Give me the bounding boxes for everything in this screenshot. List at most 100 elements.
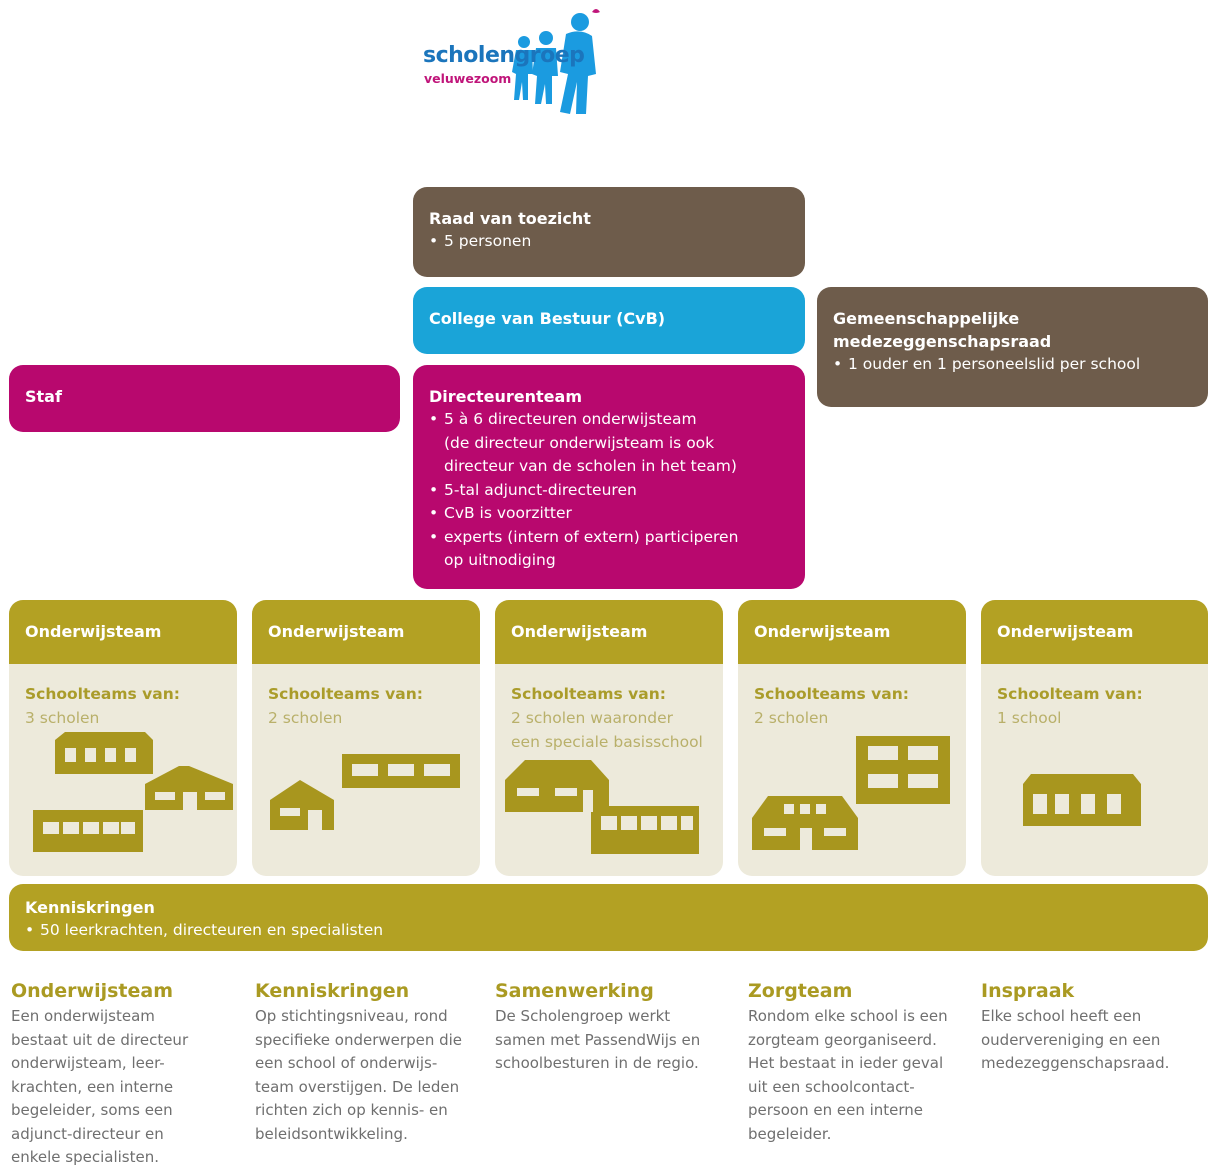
raad-title: Raad van toezicht xyxy=(429,209,591,228)
school-buildings-icon xyxy=(752,736,950,850)
footer-samenwerking: Samenwerking De Scholengroep werkt samen… xyxy=(495,978,735,1076)
footer-line: beleidsontwikkeling. xyxy=(255,1124,408,1143)
footer-line: enkele specialisten. xyxy=(11,1148,159,1166)
onderwijsteam-column-3: Onderwijsteam Schoolteams van: 2 scholen… xyxy=(495,600,723,876)
team-description: Schoolteams van: 2 scholen xyxy=(738,664,966,730)
footer-heading: Kenniskringen xyxy=(255,980,410,1002)
onderwijsteam-column-1: Onderwijsteam Schoolteams van: 3 scholen xyxy=(9,600,237,876)
footer-line: krachten, een interne xyxy=(11,1077,174,1096)
kenniskringen-list: 50 leerkrachten, directeuren en speciali… xyxy=(25,919,1192,943)
team-label: Schoolteams van: xyxy=(268,685,423,703)
gmr-title-line1: Gemeenschappelijke xyxy=(833,309,1020,328)
team-description: Schoolteam van: 1 school xyxy=(981,664,1208,730)
footer-line: persoon en een interne xyxy=(748,1101,924,1119)
school-building-icon xyxy=(1023,774,1141,826)
directeurenteam-item: experts (intern of extern) participeren … xyxy=(429,526,789,573)
footer-heading: Samenwerking xyxy=(495,980,654,1002)
kenniskringen-bar: Kenniskringen 50 leerkrachten, directeur… xyxy=(9,884,1208,951)
onderwijsteam-column-5: Onderwijsteam Schoolteam van: 1 school xyxy=(981,600,1208,876)
team-description: Schoolteams van: 2 scholen xyxy=(252,664,480,730)
footer-body: De Scholengroep werkt samen met PassendW… xyxy=(495,1005,735,1076)
team-description: Schoolteams van: 3 scholen xyxy=(9,664,237,730)
footer-body: Op stichtingsniveau, rond specifieke ond… xyxy=(255,1005,490,1146)
gmr-box: Gemeenschappelijke medezeggenschapsraad … xyxy=(817,287,1208,407)
team-label: Schoolteams van: xyxy=(754,685,909,703)
directeurenteam-list: 5 à 6 directeuren onderwijsteam (de dire… xyxy=(429,408,789,573)
footer-line: Een onderwijsteam xyxy=(11,1007,155,1025)
school-buildings-icon xyxy=(33,732,233,852)
footer-line: Op stichtingsniveau, rond xyxy=(255,1007,448,1025)
footer-line: team overstijgen. De leden xyxy=(255,1077,460,1096)
kenniskringen-item: 50 leerkrachten, directeuren en speciali… xyxy=(25,919,1192,943)
onderwijsteam-column-4: Onderwijsteam Schoolteams van: 2 scholen xyxy=(738,600,966,876)
footer-line: begeleider. xyxy=(748,1124,832,1143)
raad-item: 5 personen xyxy=(429,230,789,254)
college-van-bestuur-box: College van Bestuur (CvB) xyxy=(413,287,805,354)
team-label: Schoolteams van: xyxy=(25,685,180,703)
logo-subtitle: veluwezoom xyxy=(424,71,512,86)
footer-line: adjunct-directeur en xyxy=(11,1124,164,1143)
item-line: (de directeur onderwijsteam is ook xyxy=(444,433,715,452)
footer-line: uit een schoolcontact- xyxy=(748,1077,915,1096)
footer-line: richten zich op kennis- en xyxy=(255,1101,448,1119)
footer-line: medezeggenschapsraad. xyxy=(981,1054,1170,1072)
footer-line: Elke school heeft een xyxy=(981,1007,1142,1025)
footer-heading: Onderwijsteam xyxy=(11,980,174,1002)
footer-line: De Scholengroep werkt xyxy=(495,1007,671,1025)
team-header: Onderwijsteam xyxy=(252,600,480,664)
footer-line: onderwijsteam, leer- xyxy=(11,1054,165,1072)
footer-line: samen met PassendWijs en xyxy=(495,1030,701,1049)
footer-heading: Inspraak xyxy=(981,980,1075,1002)
footer-zorgteam: Zorgteam Rondom elke school is een zorgt… xyxy=(748,978,978,1146)
footer-line: zorgteam georganiseerd. xyxy=(748,1030,937,1049)
college-title: College van Bestuur (CvB) xyxy=(429,309,666,328)
footer-kenniskringen: Kenniskringen Op stichtingsniveau, rond … xyxy=(255,978,490,1146)
footer-body: Rondom elke school is een zorgteam georg… xyxy=(748,1005,978,1146)
team-line: 2 scholen xyxy=(268,709,343,727)
footer-inspraak: Inspraak Elke school heeft een oudervere… xyxy=(981,978,1203,1076)
footer-line: bestaat uit de directeur xyxy=(11,1030,189,1049)
footer-line: schoolbesturen in de regio. xyxy=(495,1054,699,1072)
item-line: directeur van de scholen in het team) xyxy=(444,457,737,475)
item-line: 5 à 6 directeuren onderwijsteam xyxy=(444,410,697,428)
school-buildings-icon xyxy=(505,760,699,854)
footer-line: Rondom elke school is een xyxy=(748,1007,948,1025)
kenniskringen-title: Kenniskringen xyxy=(25,898,155,917)
gmr-item: 1 ouder en 1 personeelslid per school xyxy=(833,353,1192,377)
gmr-title-line2: medezeggenschapsraad xyxy=(833,332,1052,351)
children-figures-icon xyxy=(512,9,600,114)
footer-line: Het bestaat in ieder geval xyxy=(748,1054,944,1072)
footer-body: Elke school heeft een oudervereniging en… xyxy=(981,1005,1203,1076)
team-label: Schoolteams van: xyxy=(511,685,666,703)
directeurenteam-item: 5 à 6 directeuren onderwijsteam (de dire… xyxy=(429,408,789,479)
raad-van-toezicht-box: Raad van toezicht 5 personen xyxy=(413,187,805,277)
gmr-list: 1 ouder en 1 personeelslid per school xyxy=(833,353,1192,377)
team-header: Onderwijsteam xyxy=(981,600,1208,664)
team-line: een speciale basisschool xyxy=(511,733,703,751)
team-line: 1 school xyxy=(997,709,1062,727)
item-line: op uitnodiging xyxy=(444,551,556,569)
staf-title: Staf xyxy=(25,387,62,406)
directeurenteam-item: CvB is voorzitter xyxy=(429,502,789,526)
footer-heading: Zorgteam xyxy=(748,980,853,1002)
item-line: experts (intern of extern) participeren xyxy=(444,527,739,546)
team-line: 2 scholen xyxy=(754,709,829,727)
onderwijsteam-column-2: Onderwijsteam Schoolteams van: 2 scholen xyxy=(252,600,480,876)
team-header: Onderwijsteam xyxy=(9,600,237,664)
footer-body: Een onderwijsteam bestaat uit de directe… xyxy=(11,1005,241,1170)
team-description: Schoolteams van: 2 scholen waaronder een… xyxy=(495,664,723,754)
footer-line: specifieke onderwerpen die xyxy=(255,1030,463,1049)
logo: scholengroep veluwezoom xyxy=(420,4,610,124)
school-buildings-icon xyxy=(270,754,460,830)
directeurenteam-title: Directeurenteam xyxy=(429,387,582,406)
team-line: 2 scholen waaronder xyxy=(511,709,674,727)
footer-line: begeleider, soms een xyxy=(11,1101,173,1119)
footer-line: oudervereniging en een xyxy=(981,1030,1161,1049)
team-label: Schoolteam van: xyxy=(997,685,1143,703)
directeurenteam-item: 5-tal adjunct-directeuren xyxy=(429,479,789,503)
raad-list: 5 personen xyxy=(429,230,789,254)
directeurenteam-box: Directeurenteam 5 à 6 directeuren onderw… xyxy=(413,365,805,589)
footer-line: een school of onderwijs- xyxy=(255,1054,438,1072)
team-header: Onderwijsteam xyxy=(495,600,723,664)
logo-wordmark: scholengroep xyxy=(423,43,585,68)
